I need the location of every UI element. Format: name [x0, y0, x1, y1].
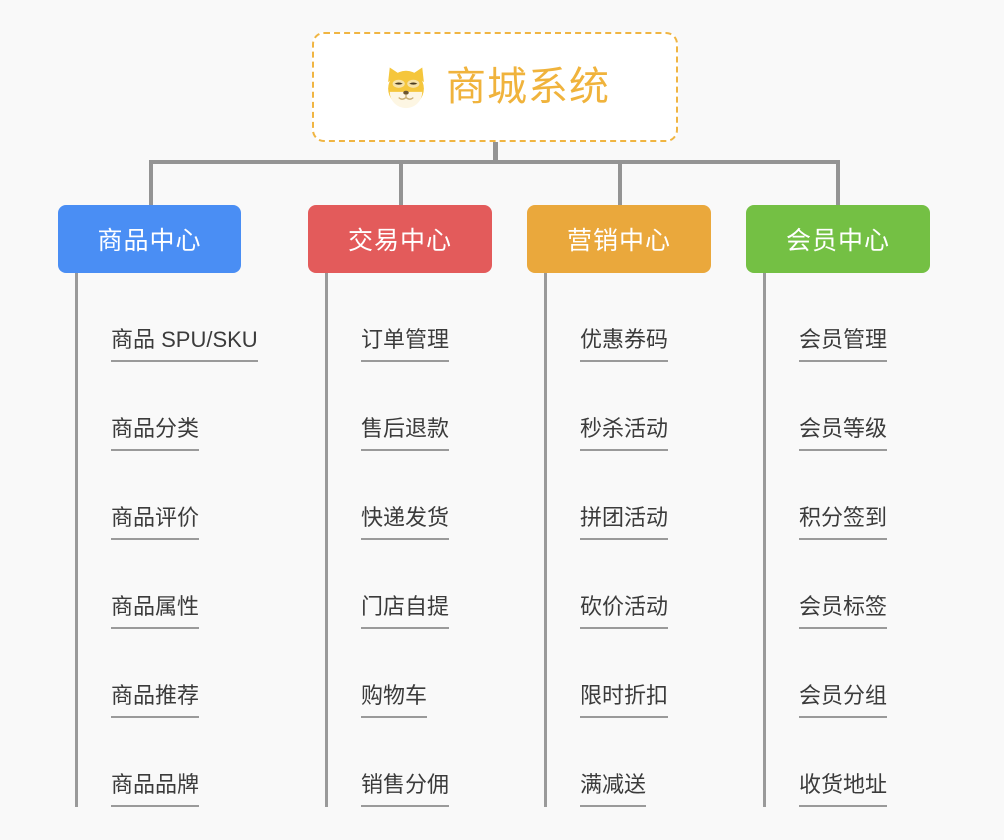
list-item[interactable]: 商品评价: [75, 451, 258, 540]
leaf-label: 会员管理: [799, 329, 888, 362]
leaf-label: 购物车: [361, 685, 428, 718]
list-item[interactable]: 商品推荐: [75, 629, 258, 718]
connector-drop-3: [618, 160, 622, 205]
list-item[interactable]: 满减送: [544, 718, 668, 807]
list-item[interactable]: 会员管理: [763, 273, 888, 362]
category-label: 会员中心: [785, 227, 890, 255]
list-item[interactable]: 门店自提: [325, 540, 450, 629]
list-item[interactable]: 快递发货: [325, 451, 450, 540]
leaf-label: 拼团活动: [580, 507, 669, 540]
leaf-label: 商品推荐: [111, 685, 200, 718]
category-label: 营销中心: [566, 227, 671, 255]
leaf-label: 会员等级: [799, 418, 888, 451]
category-box[interactable]: 会员中心: [746, 205, 930, 273]
root-node[interactable]: 商城系统: [312, 32, 678, 142]
leaf-label: 商品 SPU/SKU: [111, 329, 258, 362]
shiba-dog-icon: [388, 67, 424, 109]
list-item[interactable]: 销售分佣: [325, 718, 450, 807]
leaf-label: 订单管理: [361, 329, 450, 362]
leaf-label: 满减送: [580, 774, 647, 807]
category-label: 交易中心: [347, 227, 452, 255]
connector-drop-4: [836, 160, 840, 205]
list-item[interactable]: 商品 SPU/SKU: [75, 273, 258, 362]
list-item[interactable]: 会员等级: [763, 362, 888, 451]
connector-drop-2: [399, 160, 403, 205]
category-box[interactable]: 营销中心: [527, 205, 711, 273]
leaf-label: 商品评价: [111, 507, 200, 540]
list-item[interactable]: 积分签到: [763, 451, 888, 540]
leaf-label: 会员标签: [799, 596, 888, 629]
leaf-label: 砍价活动: [580, 596, 669, 629]
connector-trunk: [493, 142, 498, 164]
list-item[interactable]: 收货地址: [763, 718, 888, 807]
list-item[interactable]: 售后退款: [325, 362, 450, 451]
list-item[interactable]: 拼团活动: [544, 451, 669, 540]
category-box[interactable]: 商品中心: [58, 205, 241, 273]
leaf-label: 限时折扣: [580, 685, 669, 718]
list-item[interactable]: 会员分组: [763, 629, 888, 718]
list-item[interactable]: 优惠券码: [544, 273, 669, 362]
category-box[interactable]: 交易中心: [308, 205, 492, 273]
leaf-list: 会员管理 会员等级 积分签到 会员标签 会员分组 收货地址: [763, 273, 888, 807]
category-label: 商品中心: [97, 227, 202, 255]
list-item[interactable]: 限时折扣: [544, 629, 669, 718]
leaf-label: 销售分佣: [361, 774, 450, 807]
list-item[interactable]: 订单管理: [325, 273, 450, 362]
list-item[interactable]: 购物车: [325, 629, 449, 718]
list-item[interactable]: 秒杀活动: [544, 362, 669, 451]
leaf-label: 商品分类: [111, 418, 200, 451]
leaf-label: 商品品牌: [111, 774, 200, 807]
leaf-label: 会员分组: [799, 685, 888, 718]
leaf-label: 门店自提: [361, 596, 450, 629]
root-title: 商城系统: [446, 65, 610, 109]
list-item[interactable]: 砍价活动: [544, 540, 669, 629]
leaf-label: 积分签到: [799, 507, 888, 540]
connector-drop-1: [149, 160, 153, 205]
list-item[interactable]: 商品属性: [75, 540, 258, 629]
leaf-label: 快递发货: [361, 507, 450, 540]
list-item[interactable]: 商品分类: [75, 362, 258, 451]
connector-horizontal-bar: [149, 160, 839, 164]
list-item[interactable]: 会员标签: [763, 540, 888, 629]
leaf-list: 商品 SPU/SKU 商品分类 商品评价 商品属性 商品推荐 商品品牌: [75, 273, 258, 807]
leaf-list: 优惠券码 秒杀活动 拼团活动 砍价活动 限时折扣 满减送: [544, 273, 669, 807]
leaf-label: 秒杀活动: [580, 418, 669, 451]
leaf-label: 商品属性: [111, 596, 200, 629]
leaf-label: 收货地址: [799, 774, 888, 807]
leaf-label: 售后退款: [361, 418, 450, 451]
list-item[interactable]: 商品品牌: [75, 718, 258, 807]
leaf-list: 订单管理 售后退款 快递发货 门店自提 购物车 销售分佣: [325, 273, 450, 807]
leaf-label: 优惠券码: [580, 329, 669, 362]
